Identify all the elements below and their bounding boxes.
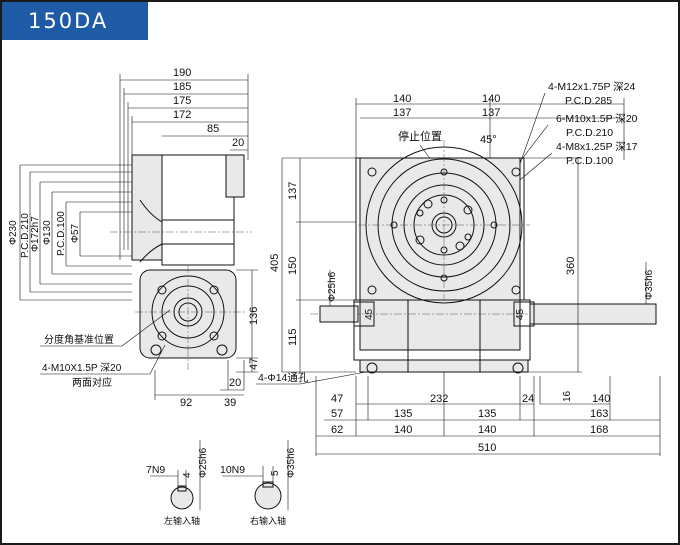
dim-phi57: Φ57 [70, 223, 81, 243]
label-stop-position: 停止位置 [398, 129, 442, 143]
callout-pcd210: P.C.D.210 [566, 127, 613, 139]
dim-57: 57 [331, 408, 343, 420]
dim-85: 85 [207, 123, 219, 135]
callout-holes: 4-Φ14通孔 [258, 371, 309, 384]
dim-47-b: 47 [331, 393, 343, 405]
front-base [359, 359, 529, 373]
dim-405: 405 [269, 254, 281, 272]
dim-phi172h7: Φ172h7 [30, 216, 41, 252]
dim-140-top-right: 140 [482, 93, 500, 105]
callout-angle-ref: 分度角基准位置 [44, 333, 114, 346]
callout-m12: 4-M12x1.75P 深24 [548, 81, 636, 93]
shaft-detail-left: 7N9 4 Φ25h6 左输入轴 [146, 440, 209, 526]
side-housing [161, 154, 235, 266]
dim-140-top-left: 140 [393, 93, 411, 105]
label-45deg: 45° [480, 134, 497, 146]
side-view: 190 185 175 172 85 20 [8, 67, 260, 409]
right-shaft-dia: Φ35h6 [286, 447, 297, 478]
left-shaft-label: 左输入轴 [164, 515, 200, 526]
dim-20-side: 20 [229, 377, 241, 389]
dim-137-top-left: 137 [393, 107, 411, 119]
dim-45-right: 45 [515, 308, 526, 320]
front-callouts: 4-M12x1.75P 深24 P.C.D.285 6-M10x1.5P 深20… [548, 81, 638, 167]
front-view: 140 140 137 137 45° 停止位置 4-M12x1.75P 深24… [256, 81, 661, 456]
callout-pcd100: P.C.D.100 [566, 155, 613, 167]
callout-thread: 4-M10X1.5P 深20 [42, 362, 122, 374]
shaft-detail-right: 10N9 5 Φ35h6 右输入轴 [220, 440, 297, 526]
dim-45-left: 45 [364, 308, 375, 320]
right-key-depth: 5 [270, 470, 281, 476]
dim-232: 232 [430, 393, 448, 405]
dim-185: 185 [173, 81, 191, 93]
callout-thread-sub: 两面对应 [72, 376, 112, 389]
right-shaft [529, 303, 657, 325]
dim-137-top-right: 137 [482, 107, 500, 119]
dim-115-v: 115 [287, 328, 299, 346]
side-top-cap [225, 154, 245, 198]
dim-150-v: 150 [287, 257, 299, 275]
dim-pcd100: P.C.D.100 [56, 211, 67, 256]
side-body [110, 154, 252, 370]
dim-24: 24 [522, 393, 534, 405]
shaft-left-dia: Φ25h6 [327, 271, 338, 302]
dim-pcd210: P.C.D.210 [20, 213, 31, 258]
dim-135-l: 135 [394, 408, 412, 420]
dim-20: 20 [232, 137, 244, 149]
dim-510: 510 [478, 442, 496, 454]
left-key-depth: 4 [182, 472, 193, 478]
dim-360: 360 [565, 257, 577, 275]
model-title: 150DA [2, 2, 148, 40]
left-keyway: 7N9 [146, 464, 165, 476]
front-housing [359, 157, 521, 351]
dim-163: 163 [590, 408, 608, 420]
dim-140-b3: 140 [478, 424, 496, 436]
dim-16: 16 [562, 390, 573, 402]
right-shaft-label: 右输入轴 [250, 515, 286, 526]
dim-39: 39 [224, 397, 236, 409]
side-left-dims: Φ230 P.C.D.210 Φ172h7 Φ130 P.C.D.100 Φ57 [8, 211, 81, 258]
dim-phi130: Φ130 [42, 220, 53, 245]
dim-140-b1: 140 [592, 393, 610, 405]
dim-175: 175 [173, 95, 191, 107]
dim-136: 136 [248, 307, 260, 325]
dim-phi230: Φ230 [8, 220, 19, 245]
dim-137-v: 137 [287, 182, 299, 200]
side-flange [131, 154, 163, 261]
dim-140-b2: 140 [394, 424, 412, 436]
dim-47-side: 47 [248, 358, 260, 370]
callout-m10: 6-M10x1.5P 深20 [556, 113, 638, 125]
shaft-right-dia: Φ35h6 [644, 269, 655, 300]
dim-190: 190 [173, 67, 191, 79]
dim-168: 168 [590, 424, 608, 436]
right-keyway: 10N9 [220, 464, 245, 476]
dim-62: 62 [331, 424, 343, 436]
front-bottom-dims: 47 232 24 16 140 57 135 135 163 62 140 1… [331, 390, 610, 454]
dim-172: 172 [173, 109, 191, 121]
dim-135-r: 135 [478, 408, 496, 420]
left-shaft [319, 305, 359, 323]
callout-m8: 4-M8x1.25P 深17 [556, 141, 638, 153]
callout-pcd285: P.C.D.285 [565, 95, 612, 107]
side-top-dims: 190 185 175 172 85 20 [173, 67, 244, 149]
left-shaft-dia: Φ25h6 [198, 447, 209, 478]
dim-92: 92 [180, 397, 192, 409]
